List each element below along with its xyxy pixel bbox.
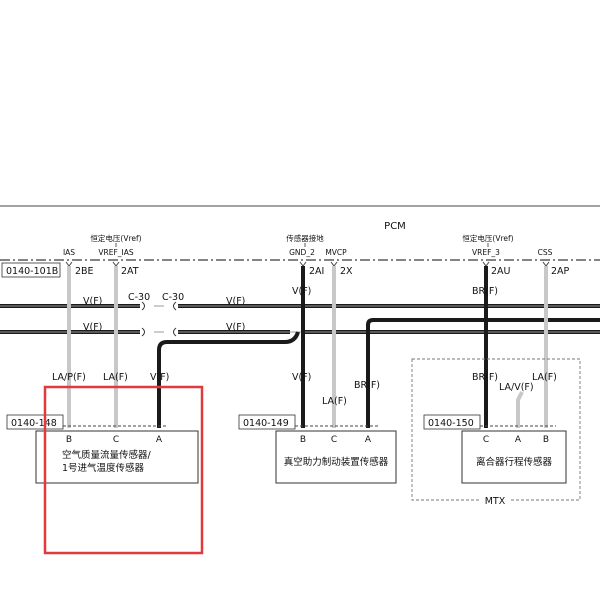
sensor2-pin-c: C	[331, 435, 337, 445]
label-brf-s2: BR(F)	[354, 380, 380, 391]
pin-marker-2x	[330, 261, 338, 267]
label-brf-s3: BR(F)	[472, 372, 498, 383]
sensor1-connector-label-box	[6, 414, 64, 430]
pin-2ap: 2AP	[551, 266, 570, 277]
pin-2ai: 2AI	[309, 266, 324, 277]
sensor1-pin-a: A	[156, 435, 163, 445]
vref3-desc: 恒定电压(Vref)	[462, 233, 513, 243]
label-lapf: LA/P(F)	[52, 372, 86, 383]
label-brf-vref3-top: BR(F)	[472, 286, 498, 297]
sensor1-pin-b: B	[66, 435, 72, 445]
mtx-label: MTX	[485, 496, 506, 507]
signal-mvcp: MVCP	[325, 248, 347, 257]
sensor3-connector-label: 0140-150	[428, 418, 474, 429]
sensor2-connector-label-box	[238, 414, 296, 430]
signal-vref-ias: VREF_IAS	[98, 248, 133, 257]
c30-connector-right	[164, 300, 178, 338]
pin-marker-2au	[482, 261, 490, 267]
sensor3-pin-b: B	[543, 435, 549, 445]
pin-marker-2ap	[542, 261, 550, 267]
signal-gnd2: GND_2	[289, 248, 315, 257]
pin-2at: 2AT	[121, 266, 139, 277]
sensor1-name-line2: 1号进气温度传感器	[62, 462, 145, 474]
pin-2x: 2X	[340, 266, 353, 277]
wire-lav-sensor3	[516, 391, 524, 428]
sensor3-connector-label-box	[423, 414, 481, 430]
signal-css: CSS	[538, 248, 553, 257]
vref-ias-desc: 恒定电压(Vref)	[90, 233, 141, 243]
pin-2au: 2AU	[491, 266, 511, 277]
c30-connector-left	[140, 300, 154, 338]
sensor3-pin-c: C	[483, 435, 489, 445]
sensor2-pin-a: A	[365, 435, 372, 445]
c30-left-bracket	[141, 301, 145, 337]
sensor2-pin-b: B	[300, 435, 306, 445]
c30-label-right: C-30	[162, 292, 184, 303]
pcm-connector-label: 0140-101B	[6, 266, 58, 277]
gnd2-desc: 传感器接地	[286, 233, 324, 243]
mtx-label-bg	[480, 494, 510, 506]
label-vf-gnd2: V(F)	[292, 372, 311, 383]
sensor1-connector-label: 0140-148	[11, 418, 57, 429]
label-laf-s2: LA(F)	[322, 396, 347, 407]
sensor1-pin-c: C	[113, 435, 119, 445]
bus-lower-label-left: V(F)	[83, 322, 102, 333]
label-vf-gnd2-top: V(F)	[292, 286, 311, 297]
label-lavf: LA/V(F)	[499, 382, 534, 393]
label-laf-s1: LA(F)	[103, 372, 128, 383]
signal-ias: IAS	[63, 248, 75, 257]
pin-marker-2at	[112, 261, 120, 267]
label-laf-s3: LA(F)	[532, 372, 557, 383]
signal-vref3: VREF_3	[472, 248, 500, 257]
sensor3-name: 离合器行程传感器	[476, 456, 553, 468]
pin-2be: 2BE	[75, 266, 94, 277]
pin-marker-2ai	[299, 261, 307, 267]
sensor3-pin-a: A	[515, 435, 522, 445]
c30-right-bracket	[173, 301, 177, 337]
bus-lower-label-right: V(F)	[226, 322, 245, 333]
wire-br-sensor2	[366, 318, 600, 428]
sensor3-box	[461, 430, 567, 484]
wire-a-sensor1	[157, 331, 300, 428]
pin-marker-2be	[65, 261, 73, 267]
sensor2-connector-label: 0140-149	[243, 418, 289, 429]
label-vf-s1: V(F)	[150, 372, 169, 383]
pcm-connector-label-box	[1, 262, 61, 278]
bus-upper-label-right: V(F)	[226, 296, 245, 307]
sensor2-name: 真空助力制动装置传感器	[284, 456, 389, 468]
sensor1-name-line1: 空气质量流量传感器/	[62, 449, 152, 461]
pcm-title: PCM	[384, 221, 406, 232]
sensor2-box	[275, 430, 397, 484]
bus-upper-label-left: V(F)	[83, 296, 102, 307]
c30-label-left: C-30	[128, 292, 150, 303]
sensor1-box	[35, 430, 199, 484]
highlight-rectangle	[43, 385, 204, 555]
